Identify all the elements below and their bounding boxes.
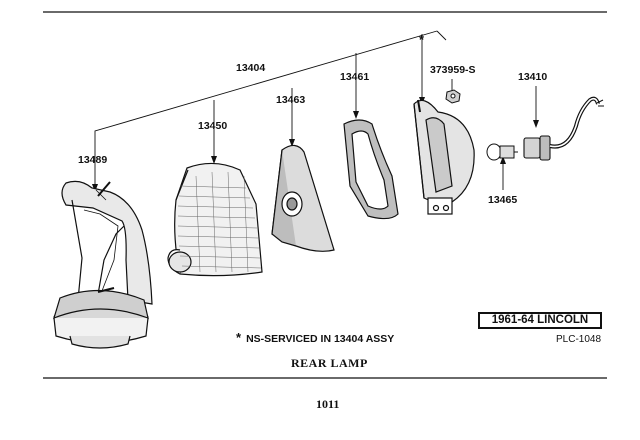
note-asterisk: * [236,330,242,345]
leader-arrowheads [92,97,539,192]
callout-13465: 13465 [488,194,518,206]
assy-bracket-lines [94,30,537,190]
lamp-body-part [53,180,153,349]
diagram-title: REAR LAMP [291,356,368,370]
page-number: 1011 [316,397,340,411]
model-year-box: 1961-64 LINCOLN [478,312,602,329]
ns-asterisk-marker: * [419,32,425,47]
callout-373959-s: 373959-S [430,64,476,76]
reflector-part [271,144,335,252]
callout-13404: 13404 [236,62,266,74]
callout-13450: 13450 [198,120,228,132]
service-note: * NS-SERVICED IN 13404 ASSY [236,330,394,345]
note-text: NS-SERVICED IN 13404 ASSY [246,333,395,345]
lens-part [167,162,263,277]
gasket-part [343,119,399,220]
callout-13461: 13461 [340,71,370,83]
callout-13489: 13489 [78,154,108,166]
plate-number: PLC-1048 [556,334,602,345]
callout-13410: 13410 [518,71,548,83]
socket-part [523,96,604,161]
lamp-housing-part [413,99,475,215]
nut-part [445,89,461,104]
bulb-part [486,143,518,161]
callout-13463: 13463 [276,94,306,106]
